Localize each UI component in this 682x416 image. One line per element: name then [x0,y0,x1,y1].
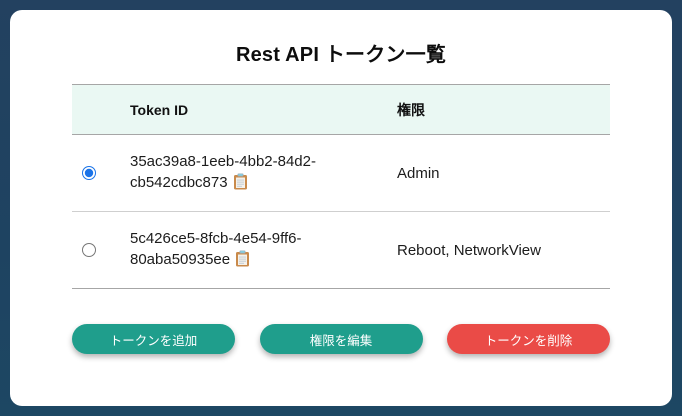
token-radio[interactable] [82,243,96,257]
table-header-row: Token ID 権限 [72,85,610,135]
token-id-cell: 35ac39a8-1eeb-4bb2-84d2-cb542cdbc873 [130,151,358,196]
token-id-text: 35ac39a8-1eeb-4bb2-84d2-cb542cdbc873 [130,152,316,191]
header-token-id: Token ID [130,101,189,118]
radio-cell [72,166,130,180]
token-radio[interactable] [82,166,96,180]
action-buttons: トークンを追加 権限を編集 トークンを削除 [72,324,610,354]
edit-permission-button[interactable]: 権限を編集 [259,324,423,354]
clipboard-icon[interactable] [233,173,248,196]
add-token-button[interactable]: トークンを追加 [72,324,235,354]
radio-cell [72,243,130,257]
token-list-card: Rest API トークン一覧 Token ID 権限 35ac39a8-1ee… [10,10,672,406]
delete-token-button[interactable]: トークンを削除 [447,324,610,354]
header-permission: 権限 [397,101,425,118]
token-id-text: 5c426ce5-8fcb-4e54-9ff6-80aba50935ee [130,229,302,268]
permission-cell: Reboot, NetworkView [397,241,541,259]
permission-cell: Admin [397,164,440,182]
page-title: Rest API トークン一覧 [235,44,447,66]
token-table: Token ID 権限 35ac39a8-1eeb-4bb2-84d2-cb54… [72,84,610,289]
clipboard-icon[interactable] [235,250,250,273]
token-id-cell: 5c426ce5-8fcb-4e54-9ff6-80aba50935ee [130,228,358,273]
table-row: 35ac39a8-1eeb-4bb2-84d2-cb542cdbc873 Adm… [72,135,610,212]
table-row: 5c426ce5-8fcb-4e54-9ff6-80aba50935ee Reb… [72,212,610,289]
